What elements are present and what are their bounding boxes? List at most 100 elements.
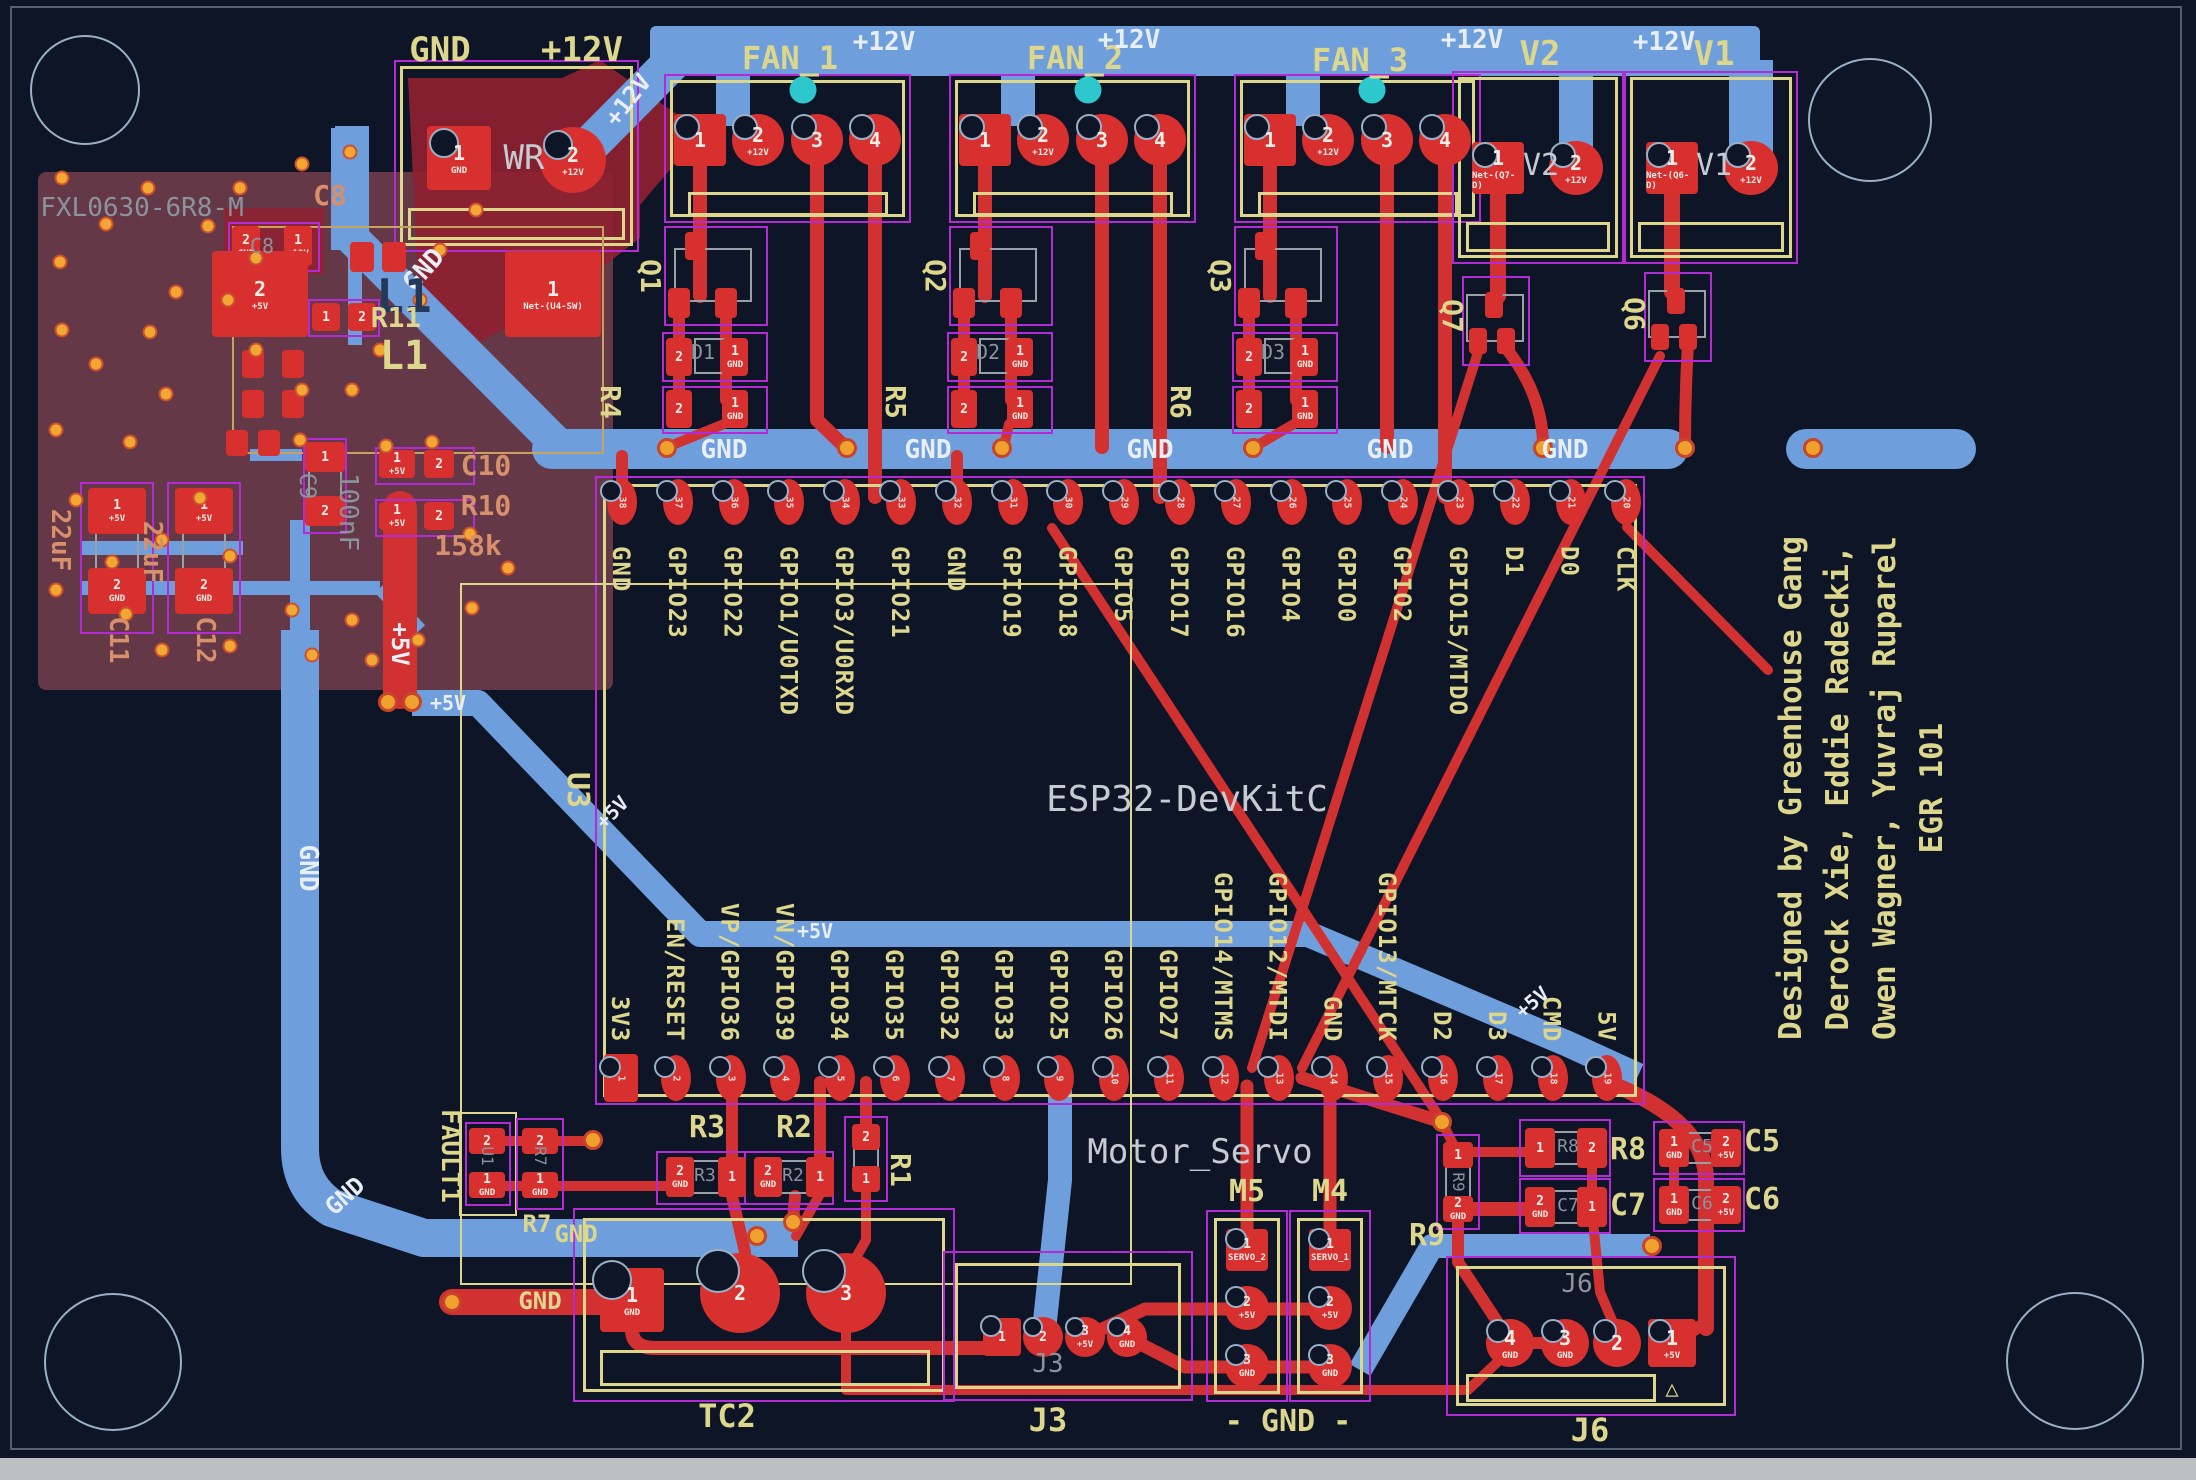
via[interactable]	[342, 144, 358, 160]
via[interactable]	[432, 242, 448, 258]
board-label-gnd[interactable]: GND	[409, 30, 471, 70]
esp32-pin-label-gpio34[interactable]: GPIO34	[825, 949, 854, 1042]
pad-2[interactable]: 2+12V	[540, 127, 606, 193]
board-label-fault1[interactable]: FAULT1	[435, 1109, 465, 1203]
via[interactable]	[142, 324, 158, 340]
via[interactable]	[378, 438, 394, 454]
via[interactable]	[992, 438, 1012, 458]
pad-2[interactable]: 2+5V	[1308, 1286, 1352, 1330]
esp32-pin-pad-3[interactable]: 3	[708, 1055, 746, 1101]
via[interactable]	[294, 382, 310, 398]
board-label-v2[interactable]: V2	[1519, 34, 1561, 74]
board-label-d1[interactable]: D1	[690, 340, 716, 364]
board-label-fan-2[interactable]: FAN_2	[1026, 39, 1124, 77]
board-label-c10[interactable]: C10	[460, 449, 512, 482]
via[interactable]	[292, 432, 308, 448]
esp32-pin-pad-16[interactable]: 16	[1421, 1055, 1458, 1101]
esp32-pin-pad-22[interactable]: 22	[1492, 479, 1530, 525]
esp32-module-title[interactable]: ESP32-DevKitC	[1046, 779, 1328, 820]
esp32-pin-pad-9[interactable]: 9	[1037, 1055, 1075, 1101]
esp32-pin-pad-37[interactable]: 37	[655, 479, 693, 525]
board-label-u1[interactable]: U1	[478, 1146, 497, 1166]
pad-2[interactable]: 2	[1577, 1128, 1607, 1168]
board-label-r7[interactable]: R7	[531, 1146, 550, 1166]
via[interactable]	[284, 602, 300, 618]
board-label-c11[interactable]: C11	[103, 616, 133, 664]
pad-2[interactable]: 2+5V	[1711, 1186, 1741, 1224]
pad-1[interactable]: 1	[980, 1315, 1021, 1356]
pad[interactable]	[382, 242, 406, 272]
esp32-pin-label-gpio32[interactable]: GPIO32	[934, 949, 963, 1042]
esp32-pin-pad-25[interactable]: 25	[1325, 479, 1363, 525]
pad-1[interactable]: 1	[1443, 1142, 1473, 1168]
esp32-pin-label-gpio21[interactable]: GPIO21	[886, 546, 914, 639]
board-label-22uf[interactable]: 22uF	[137, 520, 167, 584]
esp32-pin-label-gnd[interactable]: GND	[941, 546, 970, 593]
pad-1[interactable]: 1+5V	[379, 450, 415, 478]
via[interactable]	[378, 692, 398, 712]
esp32-pin-label-gpio13-mtck[interactable]: GPIO13/MTCK	[1373, 872, 1402, 1042]
esp32-pin-pad-7[interactable]: 7	[927, 1055, 965, 1101]
esp32-pin-pad-14[interactable]: 14	[1311, 1055, 1349, 1101]
esp32-pin-pad-11[interactable]: 11	[1147, 1055, 1184, 1101]
via[interactable]	[154, 532, 170, 548]
board-label-c7[interactable]: C7	[1609, 1188, 1647, 1223]
board-label-v1[interactable]: V1	[1695, 148, 1733, 183]
pad-2[interactable]: 2+12V	[732, 114, 784, 166]
board-label-r1[interactable]: R1	[884, 1153, 917, 1187]
esp32-pin-label-gpio3-u0rxd[interactable]: GPIO3/U0RXD	[830, 546, 859, 716]
esp32-pin-pad-10[interactable]: 10	[1092, 1055, 1130, 1101]
pad-1[interactable]: 1	[718, 1157, 746, 1197]
esp32-pin-label-gpio4[interactable]: GPIO4	[1276, 546, 1305, 624]
board-label-r4[interactable]: R4	[594, 385, 627, 419]
board-label-fxl0630-6r8-m[interactable]: FXL0630-6R8-M	[40, 193, 244, 223]
pad[interactable]	[1255, 232, 1275, 260]
pad-2[interactable]: 2	[1236, 338, 1262, 376]
pad[interactable]	[1485, 292, 1503, 318]
pad-2[interactable]: 2	[305, 496, 345, 526]
board-label-r6[interactable]: R6	[1164, 385, 1197, 419]
via[interactable]	[158, 386, 174, 402]
pad-3[interactable]: 3	[791, 114, 843, 166]
pad-2[interactable]: 2	[1236, 390, 1262, 428]
via[interactable]	[48, 422, 64, 438]
esp32-pin-pad-2[interactable]: 2	[653, 1055, 691, 1101]
pad-3[interactable]: 3	[802, 1249, 886, 1333]
board-label-+5v[interactable]: +5V	[429, 691, 467, 715]
esp32-pin-label-gpio1-u0txd[interactable]: GPIO1/U0TXD	[774, 546, 803, 716]
board-label--[interactable]: △	[1665, 1377, 1679, 1402]
board-label-q6[interactable]: Q6	[1618, 297, 1651, 331]
board-label-gnd[interactable]: GND	[1126, 435, 1174, 465]
board-label-gnd[interactable]: GND	[904, 435, 952, 465]
esp32-pin-pad-31[interactable]: 31	[990, 479, 1028, 525]
via[interactable]	[837, 438, 857, 458]
via[interactable]	[410, 632, 426, 648]
esp32-pin-pad-33[interactable]: 33	[879, 479, 916, 525]
board-label-+12v[interactable]: +12V	[1097, 25, 1161, 55]
board-label-v2[interactable]: V2	[1522, 148, 1560, 183]
pad-3[interactable]: 3+5V	[1065, 1317, 1105, 1357]
esp32-pin-label-vp-gpio36[interactable]: VP/GPIO36	[715, 902, 744, 1042]
esp32-pin-label-gpio5[interactable]: GPIO5	[1109, 546, 1138, 624]
pad[interactable]	[1285, 288, 1307, 318]
esp32-pin-label-gpio12-mtdi[interactable]: GPIO12/MTDI	[1263, 872, 1292, 1042]
via[interactable]	[222, 548, 238, 564]
pad-1[interactable]: 1	[1525, 1128, 1555, 1168]
esp32-pin-label-gpio18[interactable]: GPIO18	[1053, 546, 1082, 639]
esp32-pin-label-gpio25[interactable]: GPIO25	[1044, 949, 1073, 1042]
pad-4[interactable]: 4	[1134, 114, 1186, 166]
esp32-pin-pad-13[interactable]: 13	[1256, 1055, 1294, 1101]
board-label-l1[interactable]: L1	[379, 333, 429, 379]
pad-1[interactable]: 1	[1244, 114, 1296, 166]
esp32-pin-pad-32[interactable]: 32	[934, 479, 972, 525]
